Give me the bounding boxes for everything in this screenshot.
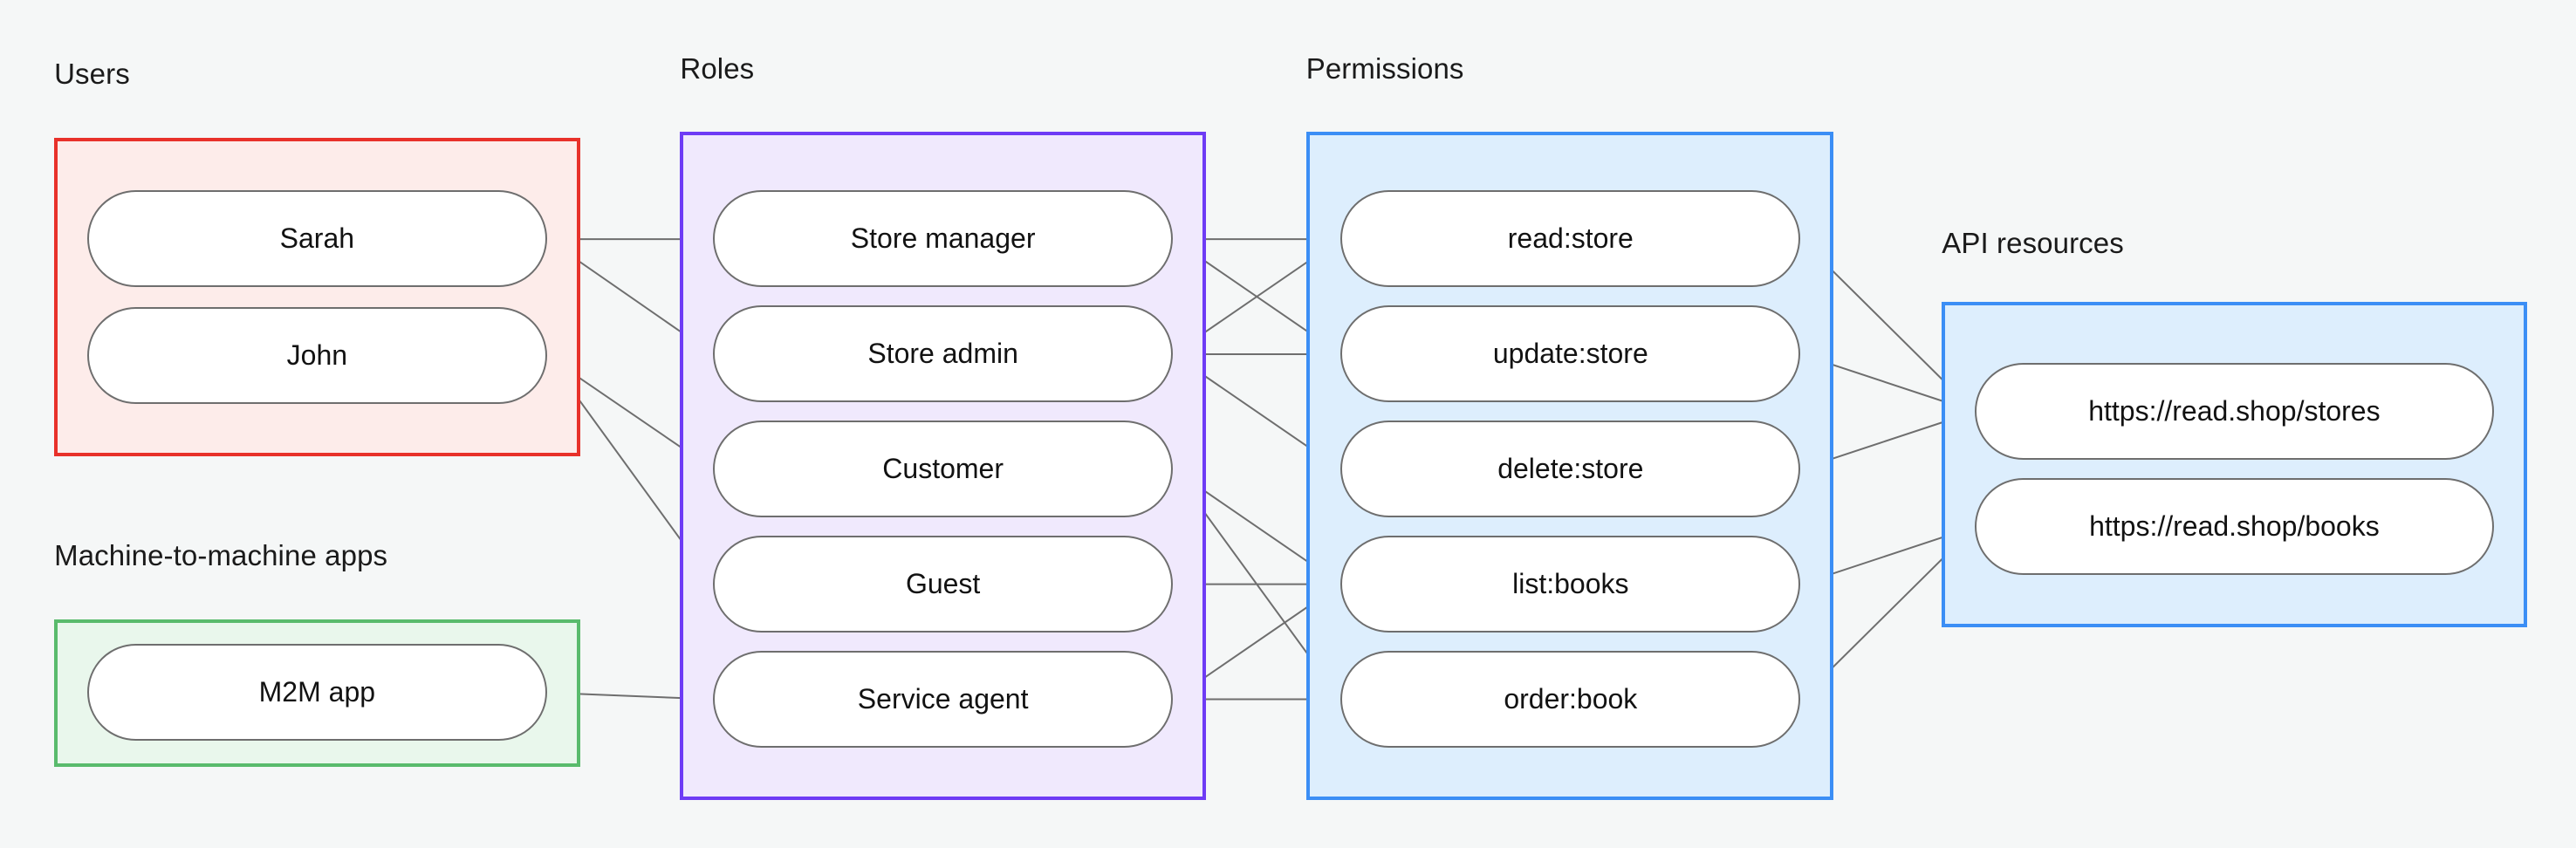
node-res-stores[interactable]: https://read.shop/stores — [1974, 363, 2494, 461]
node-sarah[interactable]: Sarah — [86, 190, 547, 288]
group-box-users — [54, 138, 580, 457]
group-label-api-resources: API resources — [1942, 226, 2124, 259]
node-store-manager[interactable]: Store manager — [713, 190, 1174, 288]
group-box-api-resources — [1942, 302, 2527, 628]
node-guest[interactable]: Guest — [713, 535, 1174, 633]
node-john[interactable]: John — [86, 307, 547, 405]
group-label-permissions: Permissions — [1305, 52, 1464, 85]
group-label-roles: Roles — [680, 52, 755, 85]
node-read-store[interactable]: read:store — [1340, 190, 1801, 288]
node-m2mapp[interactable]: M2M app — [86, 644, 547, 742]
node-store-admin[interactable]: Store admin — [713, 305, 1174, 403]
group-label-users: Users — [54, 57, 130, 90]
group-label-m2m: Machine-to-machine apps — [54, 538, 388, 571]
node-service-agent[interactable]: Service agent — [713, 650, 1174, 748]
node-delete-store[interactable]: delete:store — [1340, 420, 1801, 518]
node-update-store[interactable]: update:store — [1340, 305, 1801, 403]
node-list-books[interactable]: list:books — [1340, 535, 1801, 633]
node-order-book[interactable]: order:book — [1340, 650, 1801, 748]
node-customer[interactable]: Customer — [713, 420, 1174, 518]
node-res-books[interactable]: https://read.shop/books — [1974, 477, 2494, 575]
